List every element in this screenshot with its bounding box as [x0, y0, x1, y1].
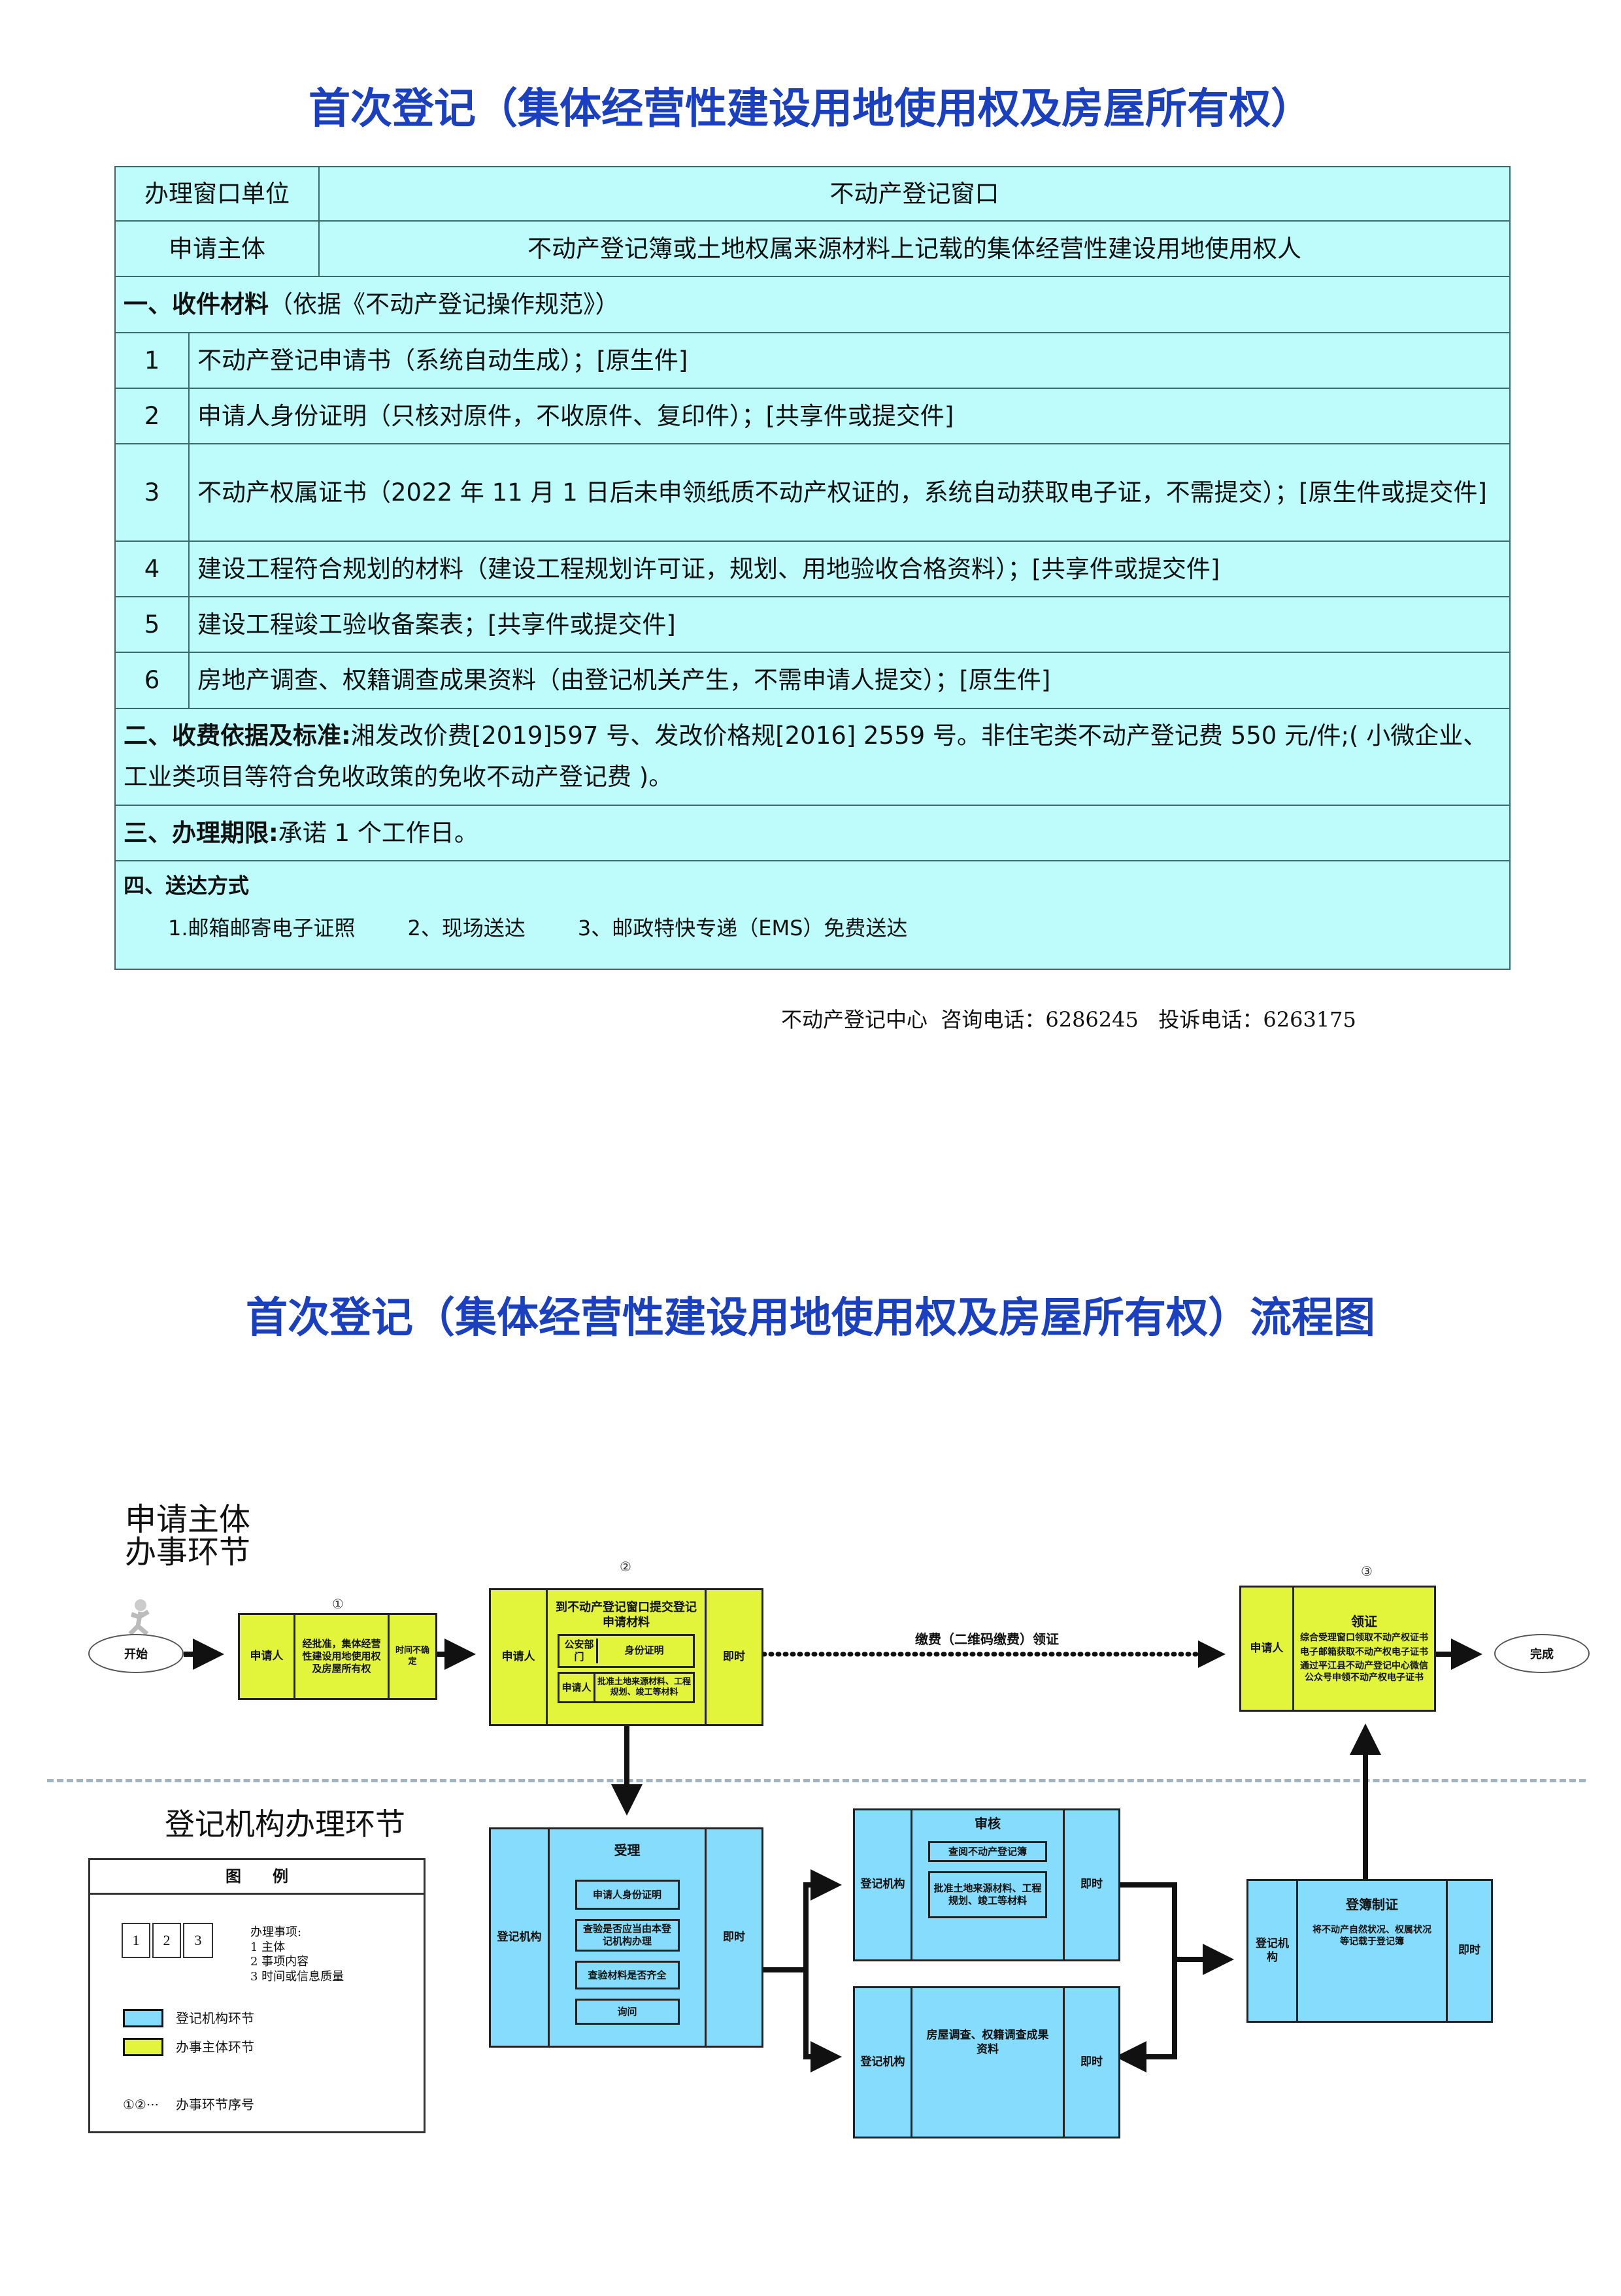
row-no: 3: [114, 443, 190, 542]
runner-icon: [128, 1599, 150, 1636]
delivery-option: 1.邮箱邮寄电子证照: [168, 916, 356, 941]
row-no: 4: [114, 541, 190, 597]
row-no: 1: [114, 332, 190, 389]
material-item: 建设工程符合规划的材料（建设工程规划许可证，规划、用地验收合格资料）；[共享件或…: [188, 541, 1511, 597]
page-title: 首次登记（集体经营性建设用地使用权及房屋所有权）: [309, 84, 1312, 133]
arrow-accept-to-review: [763, 1869, 842, 1972]
period-row: 三、办理期限:承诺 1 个工作日。: [114, 805, 1511, 861]
step-number: ③: [1361, 1563, 1373, 1579]
window-label: 办理窗口单位: [114, 166, 320, 222]
accept-box: 登记机构 受理 申请人身份证明 查验是否应当由本登记机构办理 查验材料是否齐全 …: [489, 1827, 763, 2048]
material-item: 房地产调查、权籍调查成果资料（由登记机关产生，不需申请人提交）；[原生件]: [188, 652, 1511, 709]
delivery-option: 3、邮政特快专递（EMS）免费送达: [577, 916, 908, 941]
contact-footer: 不动产登记中心 咨询电话：6286245 投诉电话：6263175: [781, 1007, 1356, 1032]
legend-applicant-swatch: [123, 2038, 163, 2056]
review-box: 登记机构 审核 查阅不动产登记簿 批准土地来源材料、工程规划、竣工等材料 即时: [853, 1808, 1120, 1961]
material-item: 不动产权属证书（2022 年 11 月 1 日后未申领纸质不动产权证的，系统自动…: [188, 443, 1511, 542]
material-item: 建设工程竣工验收备案表；[共享件或提交件]: [188, 596, 1511, 653]
materials-heading: 一、收件材料（依据《不动产登记操作规范》）: [114, 276, 1511, 333]
flowchart-title: 首次登记（集体经营性建设用地使用权及房屋所有权）流程图: [246, 1293, 1375, 1342]
applicant-label: 申请主体: [114, 220, 320, 277]
dotted-label: 缴费（二维码缴费）领证: [915, 1631, 1059, 1647]
record-box: 登记机构 登簿制证 将不动产自然状况、权属状况等记载于登记簿 即时: [1246, 1879, 1493, 2023]
step-number: ②: [620, 1559, 631, 1574]
material-item: 申请人身份证明（只核对原件，不收原件、复印件）；[共享件或提交件]: [188, 388, 1511, 444]
legend-cells: 1 2 3: [122, 1923, 213, 1958]
lane-applicant-label: 申请主体 办事环节: [125, 1501, 251, 1571]
arrow-accept-to-survey: [803, 1970, 842, 2072]
step3-box: 申请人 领证 综合受理窗口领取不动产权证书 电子邮箱获取不动产权电子证书 通过平…: [1239, 1586, 1436, 1712]
legend-agency-swatch: [123, 2009, 163, 2027]
fee-row: 二、收费依据及标准:湘发改价费[2019]597 号、发改价格规[2016] 2…: [114, 708, 1511, 806]
survey-box: 登记机构 房屋调查、权籍调查成果资料 即时: [853, 1986, 1120, 2138]
row-no: 2: [114, 388, 190, 444]
applicant-value: 不动产登记簿或土地权属来源材料上记载的集体经营性建设用地使用权人: [318, 220, 1511, 277]
delivery-row: 四、送达方式 1.邮箱邮寄电子证照 2、现场送达 3、邮政特快专递（EMS）免费…: [114, 860, 1511, 970]
info-table: 办理窗口单位不动产登记窗口 申请主体不动产登记簿或土地权属来源材料上记载的集体经…: [114, 166, 1511, 970]
lane-agency-label: 登记机构办理环节: [165, 1806, 405, 1842]
window-value: 不动产登记窗口: [318, 166, 1511, 222]
step-number: ①: [332, 1596, 344, 1612]
delivery-option: 2、现场送达: [407, 916, 526, 941]
material-item: 不动产登记申请书（系统自动生成）；[原生件]: [188, 332, 1511, 389]
row-no: 5: [114, 596, 190, 653]
merge-line: [1115, 1882, 1177, 2072]
finish-node: 完成: [1494, 1634, 1590, 1673]
lane-divider: [47, 1779, 1586, 1782]
step2-box: 申请人 到不动产登记窗口提交登记申请材料 公安部门身份证明 申请人批准土地来源材…: [489, 1588, 763, 1726]
step1-box: 申请人 经批准，集体经营性建设用地使用权及房屋所有权 时间不确定: [238, 1613, 437, 1700]
start-node: 开始: [88, 1634, 184, 1673]
row-no: 6: [114, 652, 190, 709]
